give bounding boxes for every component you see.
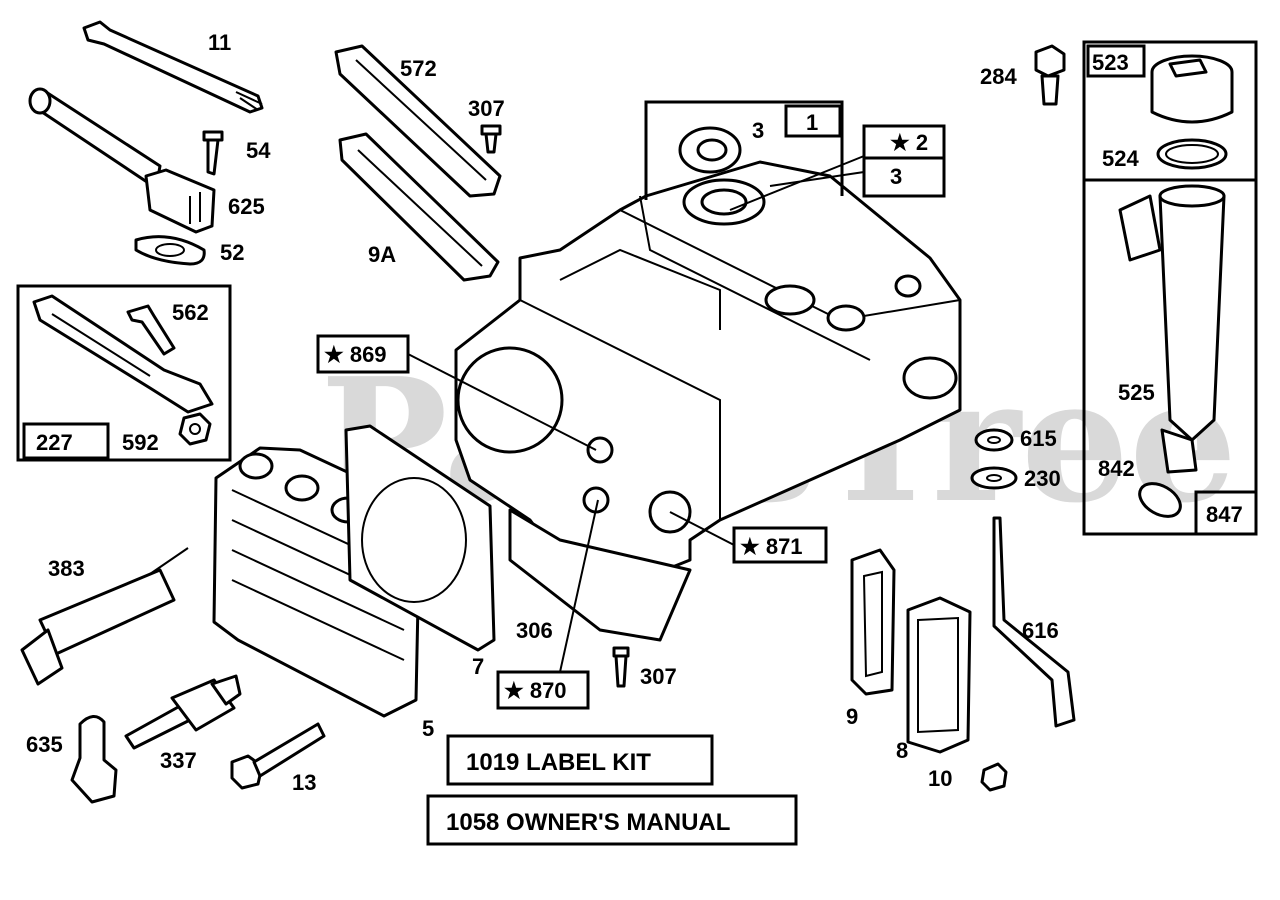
gasket-9A (338, 132, 500, 282)
bolt-13 (230, 722, 326, 790)
label-5: 5 (422, 716, 434, 741)
label-2: ★ 2 (890, 130, 928, 155)
leader-3 (769, 171, 865, 187)
callout-box-870 (496, 670, 590, 710)
clip-615 (974, 428, 1014, 452)
nut-592 (178, 412, 212, 446)
oil-seal-3 (678, 126, 742, 174)
label-227: 227 (36, 430, 73, 455)
engine-block (454, 160, 962, 582)
label-635: 635 (26, 732, 63, 757)
label-8: 8 (896, 738, 908, 763)
label-383: 383 (48, 556, 85, 581)
label-box-847 (1194, 490, 1258, 536)
screw-284 (1034, 44, 1066, 106)
o-ring-524 (1156, 138, 1228, 170)
label-870: ★ 870 (504, 678, 567, 703)
label-842: 842 (1098, 456, 1135, 481)
breather-tube-625 (28, 87, 216, 234)
label-11: 11 (208, 30, 231, 55)
group-box-227 (16, 284, 232, 462)
cap-523 (1150, 54, 1234, 124)
group-box-2 (862, 124, 946, 198)
label-524: 524 (1102, 146, 1139, 171)
bracket-562 (32, 294, 214, 414)
label-1: 1 (806, 110, 818, 135)
label-337: 337 (160, 748, 197, 773)
leader-2 (729, 155, 865, 211)
label-3-box: 3 (890, 164, 902, 189)
label-9: 9 (846, 704, 858, 729)
label-box-227 (22, 422, 110, 460)
gasket-52 (134, 235, 206, 266)
screw-307-top (480, 124, 502, 154)
label-307-bottom: 307 (640, 664, 677, 689)
gasket-572 (334, 44, 502, 198)
group-box-847 (1082, 40, 1258, 536)
label-869: ★ 869 (324, 342, 387, 367)
label-7: 7 (472, 654, 484, 679)
screw-307-bottom (612, 646, 630, 688)
label-3-seal: 3 (752, 118, 764, 143)
label-572: 572 (400, 56, 437, 81)
screw-10 (980, 762, 1008, 792)
label-230: 230 (1024, 466, 1061, 491)
label-10: 10 (928, 766, 952, 791)
label-307-top: 307 (468, 96, 505, 121)
label-592: 592 (122, 430, 159, 455)
label-615: 615 (1020, 426, 1057, 451)
group-box-1 (644, 100, 844, 200)
label-525: 525 (1118, 380, 1155, 405)
gasket-306 (508, 508, 692, 642)
label-box-523 (1086, 44, 1146, 78)
label-54: 54 (246, 138, 271, 163)
tool-383 (20, 547, 189, 686)
gasket-9 (850, 548, 896, 696)
head-gasket-7 (344, 424, 496, 652)
owners-manual-text: 1058 OWNER'S MANUAL (446, 809, 730, 836)
label-871: ★ 871 (740, 534, 803, 559)
label-625: 625 (228, 194, 265, 219)
label-847: 847 (1206, 502, 1243, 527)
o-ring-842 (1138, 482, 1182, 518)
label-kit-box (446, 734, 714, 786)
label-306: 306 (516, 618, 553, 643)
label-523: 523 (1092, 50, 1129, 75)
oil-fill-tube-525 (1118, 184, 1226, 474)
label-616: 616 (1022, 618, 1059, 643)
dipstick-tube-11 (82, 20, 264, 114)
washer-230 (970, 466, 1018, 490)
label-562: 562 (172, 300, 209, 325)
label-13: 13 (292, 770, 316, 795)
label-284: 284 (980, 64, 1017, 89)
cover-8 (906, 596, 972, 754)
screw-54 (202, 130, 224, 176)
spark-plug-337 (124, 674, 242, 750)
label-box-1 (784, 104, 842, 138)
label-9A: 9A (368, 242, 396, 267)
label-52: 52 (220, 240, 244, 265)
label-kit-text: 1019 LABEL KIT (466, 749, 651, 776)
rod-616 (992, 516, 1076, 728)
fitting-635 (70, 715, 118, 804)
owners-manual-box (426, 794, 798, 846)
